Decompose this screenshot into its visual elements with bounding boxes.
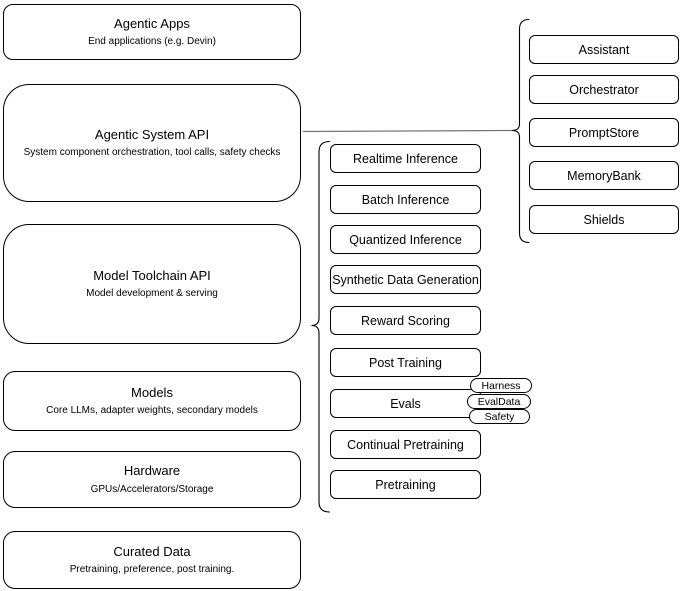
node-title: Agentic System API bbox=[94, 126, 210, 142]
node-agentic-apps: Agentic Apps End applications (e.g. Devi… bbox=[3, 4, 301, 60]
node-pretraining: Pretraining bbox=[330, 470, 481, 499]
node-synthetic-data-generation: Synthetic Data Generation bbox=[330, 265, 481, 294]
node-quantized-inference: Quantized Inference bbox=[330, 225, 481, 254]
node-curated-data: Curated Data Pretraining, preference, po… bbox=[3, 531, 301, 589]
node-subtitle: Core LLMs, adapter weights, secondary mo… bbox=[46, 405, 258, 417]
brace-agentic-system-group bbox=[511, 18, 530, 244]
node-models: Models Core LLMs, adapter weights, secon… bbox=[3, 371, 301, 431]
node-title: Curated Data bbox=[113, 543, 191, 559]
node-orchestrator: Orchestrator bbox=[529, 75, 679, 104]
tag-evaldata: EvalData bbox=[467, 394, 531, 409]
node-title: Models bbox=[131, 384, 173, 400]
node-realtime-inference: Realtime Inference bbox=[330, 144, 481, 173]
node-agentic-system-api: Agentic System API System component orch… bbox=[3, 84, 301, 202]
node-memorybank: MemoryBank bbox=[529, 161, 679, 190]
node-reward-scoring: Reward Scoring bbox=[330, 306, 481, 335]
node-title: Model Toolchain API bbox=[93, 267, 211, 283]
tag-safety: Safety bbox=[469, 409, 530, 424]
node-model-toolchain-api: Model Toolchain API Model development & … bbox=[3, 224, 301, 344]
node-subtitle: End applications (e.g. Devin) bbox=[88, 36, 216, 48]
node-subtitle: GPUs/Accelerators/Storage bbox=[90, 483, 214, 495]
node-subtitle: System component orchestration, tool cal… bbox=[23, 147, 281, 159]
node-hardware: Hardware GPUs/Accelerators/Storage bbox=[3, 451, 301, 508]
connector-agentic-system-api-line bbox=[302, 129, 513, 133]
node-evals: Evals bbox=[330, 389, 481, 418]
node-post-training: Post Training bbox=[330, 348, 481, 377]
node-title: Hardware bbox=[123, 463, 181, 479]
brace-model-toolchain-group bbox=[311, 140, 331, 513]
node-batch-inference: Batch Inference bbox=[330, 185, 481, 214]
node-assistant: Assistant bbox=[529, 35, 679, 64]
node-title: Agentic Apps bbox=[114, 15, 190, 31]
node-continual-pretraining: Continual Pretraining bbox=[330, 430, 481, 459]
node-subtitle: Model development & serving bbox=[86, 288, 218, 300]
node-shields: Shields bbox=[529, 205, 679, 234]
tag-harness: Harness bbox=[470, 378, 532, 393]
node-subtitle: Pretraining, preference, post training. bbox=[69, 564, 235, 576]
node-promptstore: PromptStore bbox=[529, 118, 679, 147]
